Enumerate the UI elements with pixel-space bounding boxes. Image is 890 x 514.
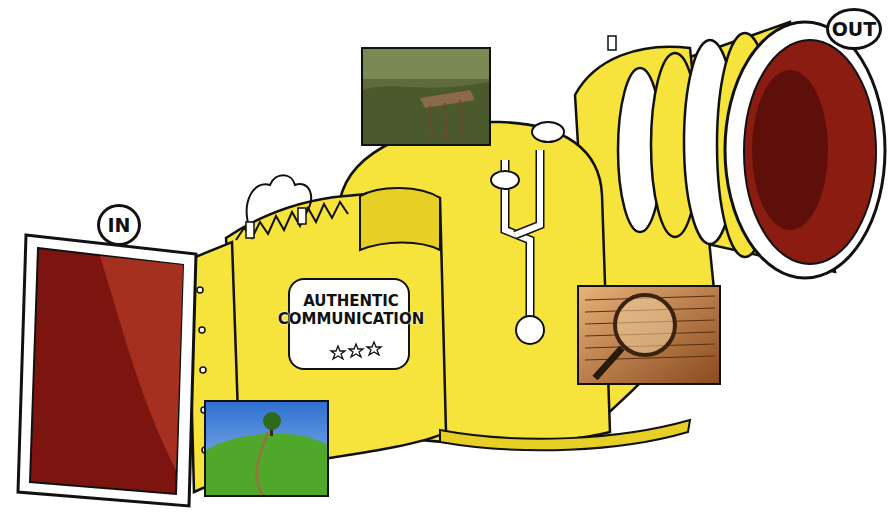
chamber-fringe bbox=[236, 202, 348, 240]
tag-label: IN bbox=[108, 216, 131, 235]
pipe bbox=[515, 150, 540, 235]
base-rim bbox=[440, 420, 690, 450]
chamber-rim bbox=[360, 188, 440, 250]
input-tag: IN bbox=[97, 204, 141, 246]
horn-mouth bbox=[725, 22, 885, 278]
pipe-cup bbox=[532, 122, 564, 142]
tree-photo bbox=[205, 401, 328, 496]
magnifier-photo bbox=[578, 286, 720, 384]
plate-label: AUTHENTIC COMMUNICATION bbox=[266, 292, 436, 328]
coil-post bbox=[298, 208, 306, 224]
valve bbox=[608, 36, 616, 50]
coil bbox=[247, 175, 311, 230]
pipe-cup bbox=[516, 316, 544, 344]
output-tag: OUT bbox=[826, 8, 882, 50]
horn-inside bbox=[744, 40, 876, 264]
bridge-photo bbox=[362, 48, 490, 145]
tag-label: OUT bbox=[832, 20, 877, 39]
input-mouth bbox=[30, 248, 183, 494]
coil-post bbox=[246, 222, 254, 238]
input-frame bbox=[18, 235, 196, 506]
pipe-cup bbox=[491, 171, 519, 189]
horn-depth bbox=[752, 70, 828, 230]
input-shade bbox=[100, 256, 183, 470]
name-plate: AUTHENTIC COMMUNICATION bbox=[288, 278, 410, 370]
